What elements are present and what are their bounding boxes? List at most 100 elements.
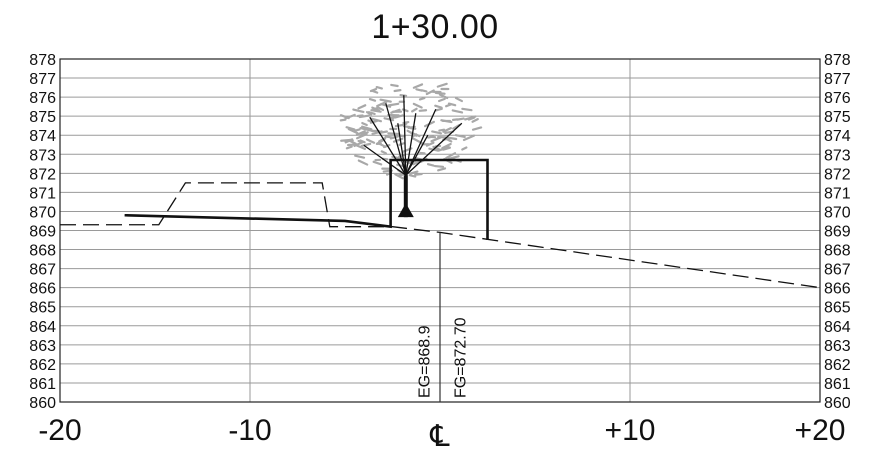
y-ticks-left: 8788778768758748738728718708698688678668… [29,52,56,412]
tree-leaf [445,152,457,160]
tree-leaf [454,134,466,139]
tree-leaf [408,174,417,178]
y-tick-label-right: 867 [824,262,851,279]
tree-leaf [356,133,368,140]
tree-leaf [462,134,476,142]
tree-branch [363,144,407,176]
tree-leaf [361,121,368,127]
tree-leaf [461,107,473,112]
y-tick-label-right: 873 [824,147,851,164]
tree-leaf [369,87,378,93]
tree-leaf [418,96,426,101]
tree-leaf [434,91,446,95]
y-tick-label-right: 863 [824,338,851,355]
tree-leaf [356,114,364,118]
tree-leaf [456,117,465,121]
y-tick-label-left: 869 [29,224,56,241]
tree-leaf [461,146,468,151]
y-tick-label-right: 869 [824,224,851,241]
y-tick-label-left: 870 [29,204,56,221]
tree-leaf [372,160,383,166]
tree-leaf [347,128,359,135]
x-tick-label: +20 [795,414,846,447]
tree-leaf [360,142,372,147]
tree-symbol [339,82,483,218]
tree-leaf [344,138,354,144]
tree-branch [405,108,437,176]
tree-leaf [440,119,453,124]
tree-leaf [389,116,396,120]
tree-leaf [435,107,443,112]
y-tick-label-left: 872 [29,166,56,183]
tree-leaf [447,155,460,160]
tree-leaf [365,138,376,144]
y-tick-label-right: 861 [824,376,851,393]
tree-leaf [339,118,347,122]
tree-leaf [365,111,373,116]
y-tick-label-right: 878 [824,52,851,69]
tree-leaf [412,83,424,89]
tree-leaf [412,102,423,109]
tree-leaf [376,106,385,112]
tree-leaf [339,114,350,120]
y-tick-label-left: 863 [29,338,56,355]
tree-leaf [361,125,373,131]
tree-leaf [441,142,452,150]
y-tick-label-left: 868 [29,243,56,260]
tree-leaf [471,126,483,131]
series-group [60,158,821,289]
tree-leaf [415,88,423,92]
y-tick-label-left: 873 [29,147,56,164]
x-tick-label: -10 [228,414,271,447]
existing-grade-label: EG=868.9 [417,325,434,398]
y-tick-label-right: 876 [824,90,851,107]
tree-leaf [353,140,365,148]
tree-leaf [425,89,435,96]
tree-leaf [357,159,369,166]
tree-leaf [454,96,464,103]
tree-leaf [367,111,376,116]
x-tick-label: -20 [38,414,81,447]
y-tick-label-left: 875 [29,109,56,126]
tree-leaf [418,109,428,112]
y-tick-label-right: 860 [824,395,851,412]
tree-leaf [442,146,452,151]
tree-leaf [354,154,366,159]
tree-leaf [438,128,446,132]
tree-leaf [379,98,392,103]
tree-leaf [430,136,442,143]
y-tick-label-right: 872 [824,166,851,183]
tree-leaf [436,82,448,88]
tree-leaf [371,106,381,112]
tree-leaf [376,100,388,108]
tree-leaf [348,139,357,145]
tree-leaf [426,163,435,167]
y-tick-label-left: 874 [29,128,56,145]
tree-leaf [359,127,372,132]
tree-branch [385,103,407,176]
y-tick-label-left: 867 [29,262,56,279]
tree-leaf [384,135,395,139]
tree-leaf [345,126,356,131]
tree-leaf [345,145,353,150]
y-tick-label-left: 876 [29,90,56,107]
y-tick-label-right: 865 [824,300,851,317]
y-tick-label-right: 875 [824,109,851,126]
y-tick-label-left: 866 [29,281,56,298]
tree-leaf [353,128,361,132]
tree-branch [397,123,407,176]
tree-base-marker [397,203,414,218]
x-tick-label: +10 [605,414,656,447]
tree-leaf [437,167,447,172]
tree-leaf [375,85,383,90]
tree-leaf [390,83,399,88]
y-tick-label-left: 861 [29,376,56,393]
tree-leaf [431,130,443,135]
y-tick-label-right: 864 [824,319,851,336]
tree-branch [403,95,407,176]
tree-leaf [368,98,377,102]
tree-leaf [442,127,452,133]
tree-leaf [382,143,391,149]
tree-leaf [393,89,402,93]
